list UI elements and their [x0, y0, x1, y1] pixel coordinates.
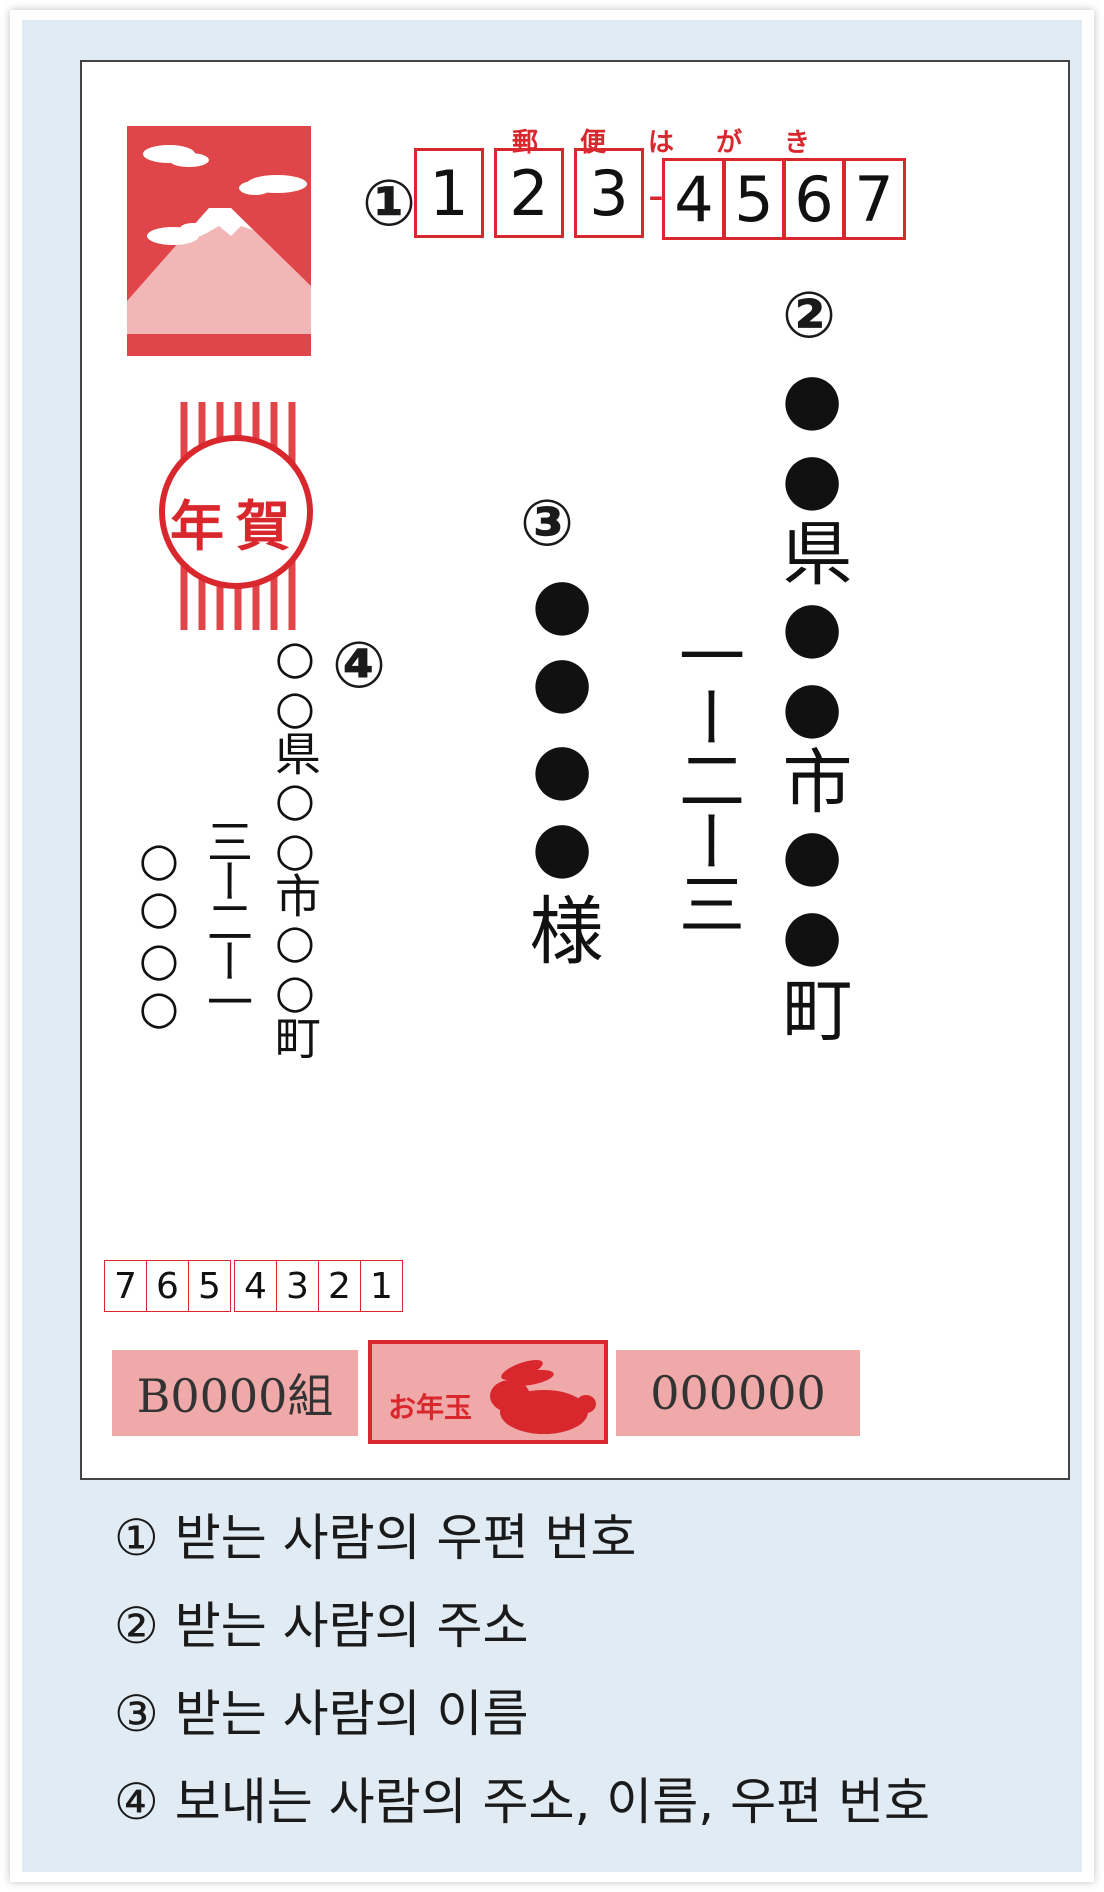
postal-label-char: 郵 — [512, 128, 541, 158]
legend-item: ④ 보내는 사람의 주소, 이름, 우편 번호 — [114, 1762, 930, 1834]
marker-1: ① — [362, 167, 417, 241]
sender-zip-digit: 2 — [318, 1260, 361, 1312]
recipient-zip-digit: 7 — [842, 158, 906, 240]
legend-text: 받는 사람의 이름 — [174, 1685, 529, 1743]
lottery-center-box: お年玉 — [368, 1340, 608, 1444]
recipient-zip-digit: 3 — [574, 148, 644, 238]
legend-marker: ④ — [114, 1773, 159, 1831]
zip-dash: - — [648, 170, 664, 221]
recipient-address-number: 一ー二ー三 — [668, 622, 745, 932]
recipient-zip-digit: 4 — [662, 158, 726, 240]
postal-label: 郵 便 は が き — [512, 122, 812, 159]
sender-zip-digit: 3 — [276, 1260, 319, 1312]
marker-4: ④ — [332, 629, 387, 703]
sender-name-given: ○○ — [132, 932, 186, 1028]
sender-zip-digit: 4 — [234, 1260, 277, 1312]
postcard: 郵 便 は が き ① 1 2 3 - 4 5 6 7 ② ●●県●●市●●町 … — [80, 60, 1070, 1480]
lottery-center-label: お年玉 — [388, 1391, 473, 1424]
recipient-zip-digit: 1 — [414, 148, 484, 238]
legend-text: 받는 사람의 우편 번호 — [174, 1509, 637, 1567]
sender-zip-digit: 5 — [188, 1260, 231, 1312]
marker-2: ② — [782, 279, 837, 353]
legend-text: 받는 사람의 주소 — [174, 1597, 529, 1655]
recipient-address: ●●県●●市●●町 — [771, 357, 853, 1041]
legend-item: ① 받는 사람의 우편 번호 — [114, 1498, 636, 1570]
mount-fuji-stamp-icon — [127, 126, 311, 356]
recipient-zip-digit: 6 — [782, 158, 846, 240]
recipient-name-family: ●● — [521, 562, 603, 718]
sender-name-family: ○○ — [132, 832, 186, 928]
rabbit-icon — [490, 1360, 596, 1434]
figure-panel: 郵 便 は が き ① 1 2 3 - 4 5 6 7 ② ●●県●●市●●町 … — [22, 20, 1082, 1872]
legend-text: 보내는 사람의 주소, 이름, 우편 번호 — [174, 1773, 930, 1831]
sender-zip-digit: 1 — [360, 1260, 403, 1312]
recipient-zip-digit: 2 — [494, 148, 564, 238]
legend-item: ③ 받는 사람의 이름 — [114, 1674, 529, 1746]
honorific: 様 — [517, 892, 603, 966]
sender-address: ○○県○○市○○町 — [268, 630, 322, 1056]
new-year-postmark-icon — [154, 402, 314, 630]
lottery-number: 000000 — [616, 1350, 860, 1436]
sender-zip-digit: 6 — [146, 1260, 189, 1312]
legend-item: ② 받는 사람의 주소 — [114, 1586, 529, 1658]
legend-marker: ② — [114, 1597, 159, 1655]
legend-marker: ③ — [114, 1685, 159, 1743]
sender-zip-digit: 7 — [104, 1260, 147, 1312]
postal-label-char: き — [783, 128, 812, 158]
recipient-name-given: ●● — [521, 727, 603, 883]
legend-marker: ① — [114, 1509, 159, 1567]
marker-3: ③ — [520, 487, 575, 561]
postal-label-char: 便 — [579, 128, 608, 158]
sender-address-number: 三ー二ー一 — [200, 818, 254, 1018]
postmark-text: 年賀 — [170, 495, 302, 558]
postal-label-char: は — [647, 128, 676, 158]
lottery-group: B0000組 — [112, 1350, 358, 1436]
recipient-zip-digit: 5 — [722, 158, 786, 240]
postal-label-char: が — [715, 128, 744, 158]
